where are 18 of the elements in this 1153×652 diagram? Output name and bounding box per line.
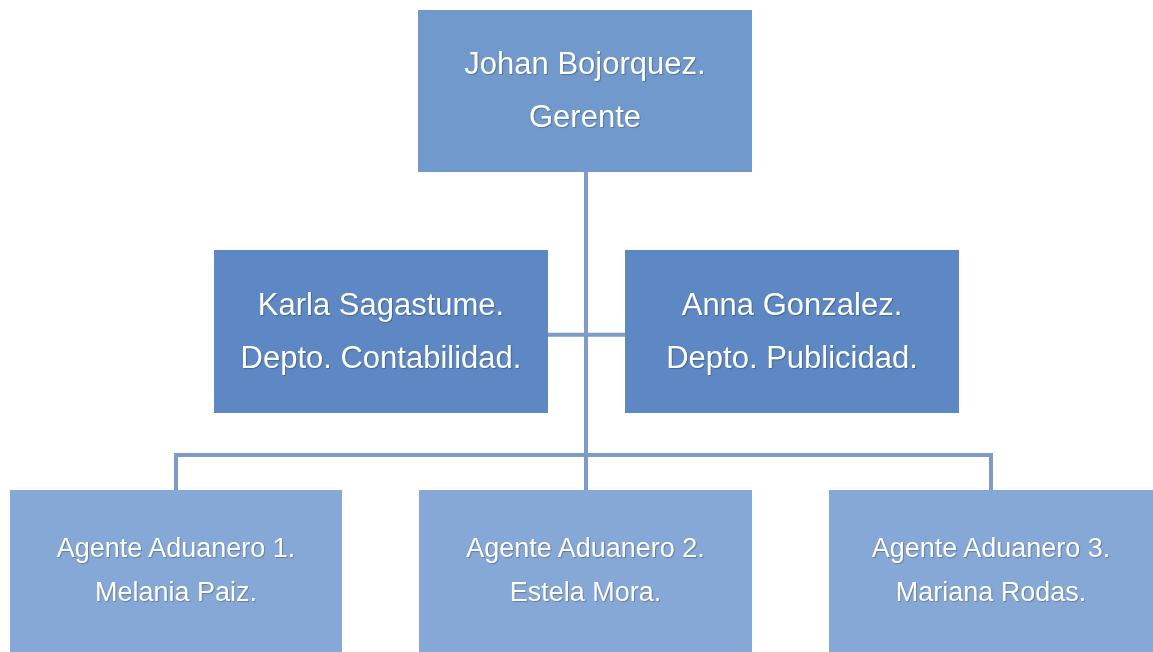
node-subtitle: Mariana Rodas. [895, 576, 1087, 609]
department-box [625, 250, 959, 413]
node-title: Johan Bojorquez. [464, 45, 706, 84]
node-subtitle: Estela Mora. [509, 576, 662, 609]
node-title: Anna Gonzalez. [681, 285, 903, 324]
department-box [214, 250, 548, 413]
manager-box [418, 10, 752, 172]
agent-box [419, 490, 752, 652]
node-subtitle: Melania Paiz. [94, 576, 258, 609]
node-subtitle: Depto. Contabilidad. [240, 338, 522, 377]
node-subtitle: Gerente [529, 98, 641, 136]
node-subtitle: Depto. Publicidad. [666, 338, 918, 377]
node-title: Agente Aduanero 3. [871, 532, 1111, 566]
node-title: Agente Aduanero 1. [56, 532, 296, 566]
node-title: Karla Sagastume. [257, 285, 505, 324]
node-title: Agente Aduanero 2. [466, 532, 705, 566]
agent-box [10, 490, 342, 652]
agent-box [829, 490, 1153, 652]
